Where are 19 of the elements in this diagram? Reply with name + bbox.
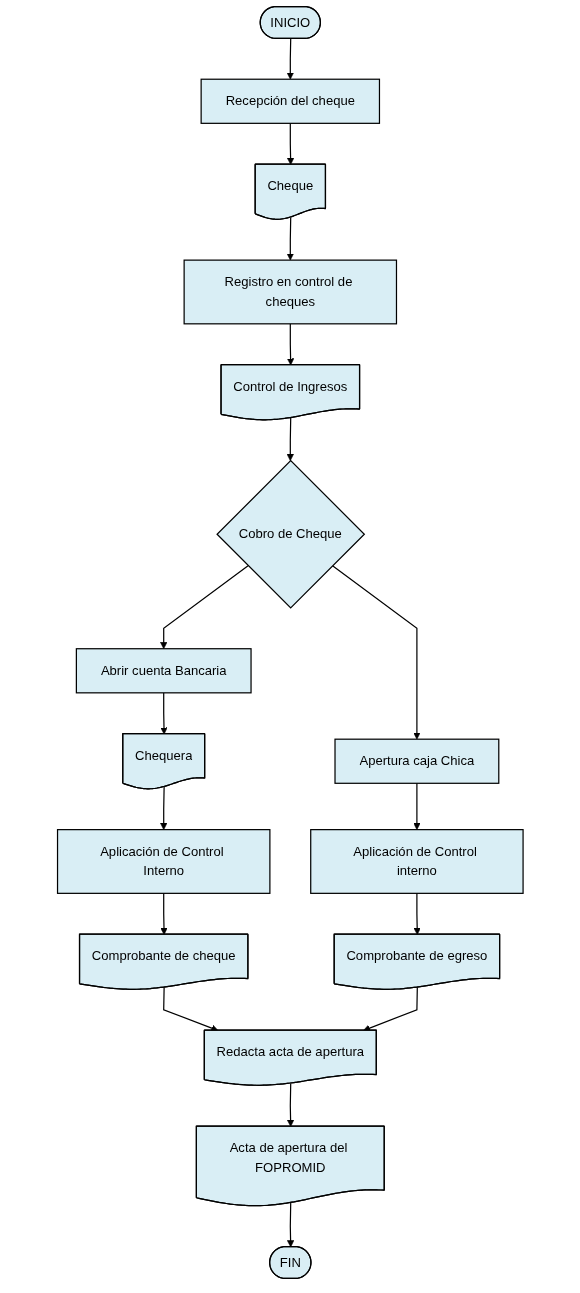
arrow bbox=[160, 892, 168, 935]
arrow bbox=[286, 417, 294, 461]
arrow bbox=[159, 565, 249, 650]
arrow bbox=[286, 216, 294, 261]
node-box: Apertura caja Chica bbox=[334, 738, 500, 784]
arrow bbox=[286, 38, 294, 80]
arrow bbox=[286, 122, 294, 165]
node-box: Aplicación de Control interno bbox=[309, 829, 524, 894]
node-box: Recepción del cheque bbox=[200, 78, 380, 124]
arrow bbox=[331, 565, 421, 740]
arrow bbox=[159, 786, 167, 830]
arrow bbox=[413, 782, 421, 830]
node-diamond: Cobro de Cheque bbox=[215, 459, 365, 609]
node-box: Registro en control de cheques bbox=[183, 259, 397, 325]
arrow bbox=[286, 1082, 294, 1127]
arrow bbox=[413, 892, 421, 935]
arrow bbox=[286, 1202, 294, 1248]
node-box: Aplicación de Control Interno bbox=[56, 829, 271, 894]
node-box: Abrir cuenta Bancaria bbox=[75, 648, 252, 694]
